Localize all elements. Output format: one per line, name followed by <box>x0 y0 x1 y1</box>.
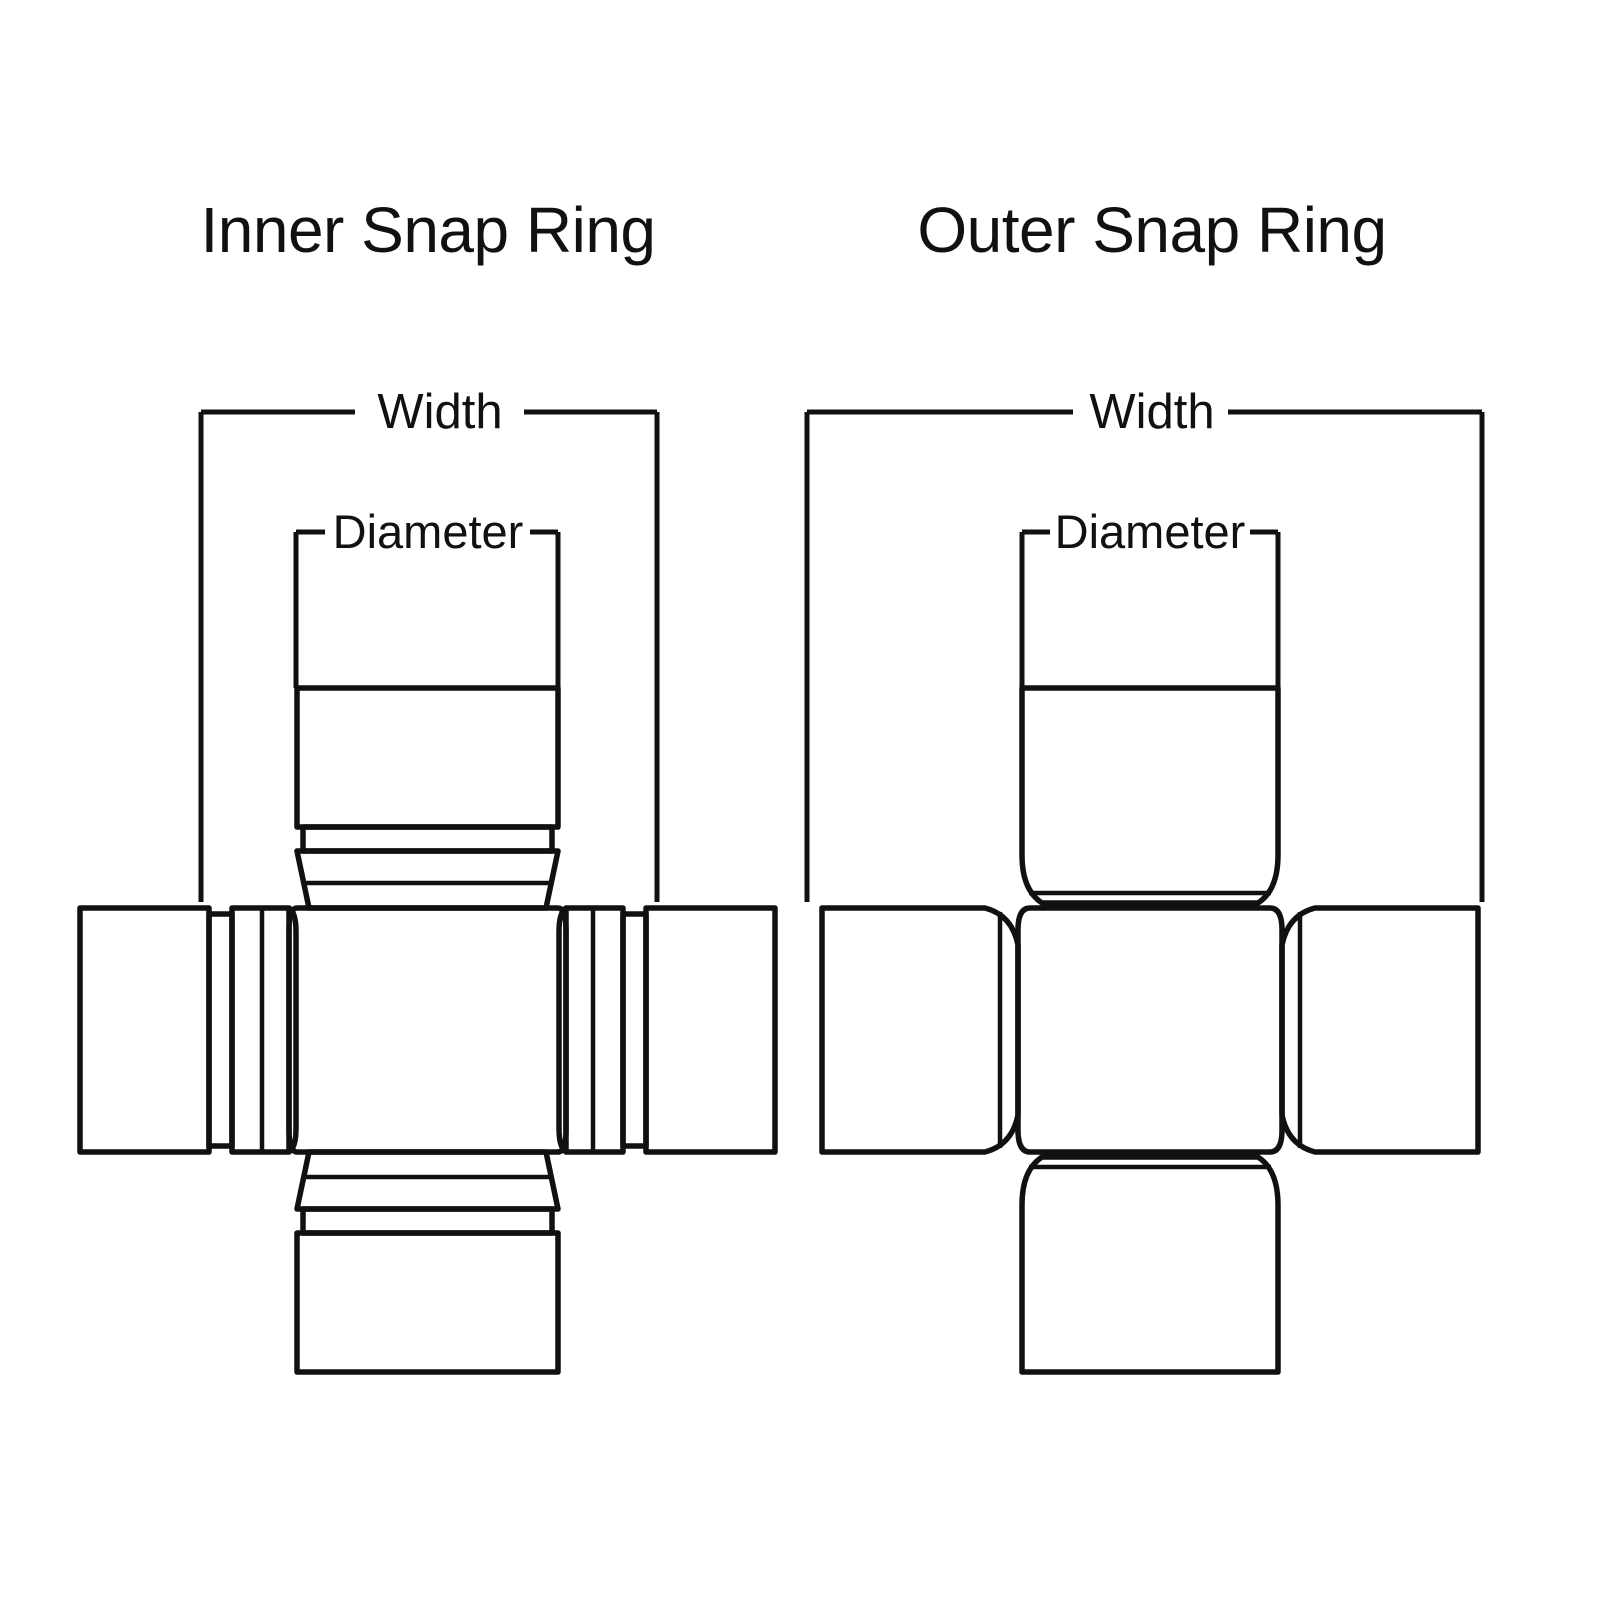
left-center-hub <box>286 905 569 1155</box>
left-panel-inner-snap-ring: Inner Snap Ring Width Diameter <box>77 194 778 1375</box>
left-left-bearing-cap <box>77 905 299 1155</box>
left-diameter-label: Diameter <box>333 505 524 558</box>
left-right-bearing-cap <box>556 905 778 1155</box>
right-bottom-bearing-cap <box>1019 1154 1281 1375</box>
right-center-hub <box>1015 905 1285 1155</box>
right-width-label: Width <box>1089 385 1214 439</box>
right-left-bearing-cap <box>819 905 1021 1155</box>
left-width-dimension <box>198 409 660 902</box>
right-panel-outer-snap-ring: Outer Snap Ring Width Diameter <box>804 194 1485 1375</box>
right-diameter-label: Diameter <box>1055 505 1246 558</box>
left-width-label: Width <box>377 385 502 439</box>
right-width-dimension <box>804 409 1485 902</box>
right-right-bearing-cap <box>1279 905 1481 1155</box>
right-panel-title: Outer Snap Ring <box>917 194 1386 266</box>
left-top-bearing-cap <box>294 685 561 911</box>
left-panel-title: Inner Snap Ring <box>200 194 655 266</box>
left-diameter-dimension <box>293 529 561 688</box>
right-diameter-dimension <box>1019 529 1281 688</box>
right-top-bearing-cap <box>1019 685 1281 906</box>
left-bottom-bearing-cap <box>294 1149 561 1375</box>
